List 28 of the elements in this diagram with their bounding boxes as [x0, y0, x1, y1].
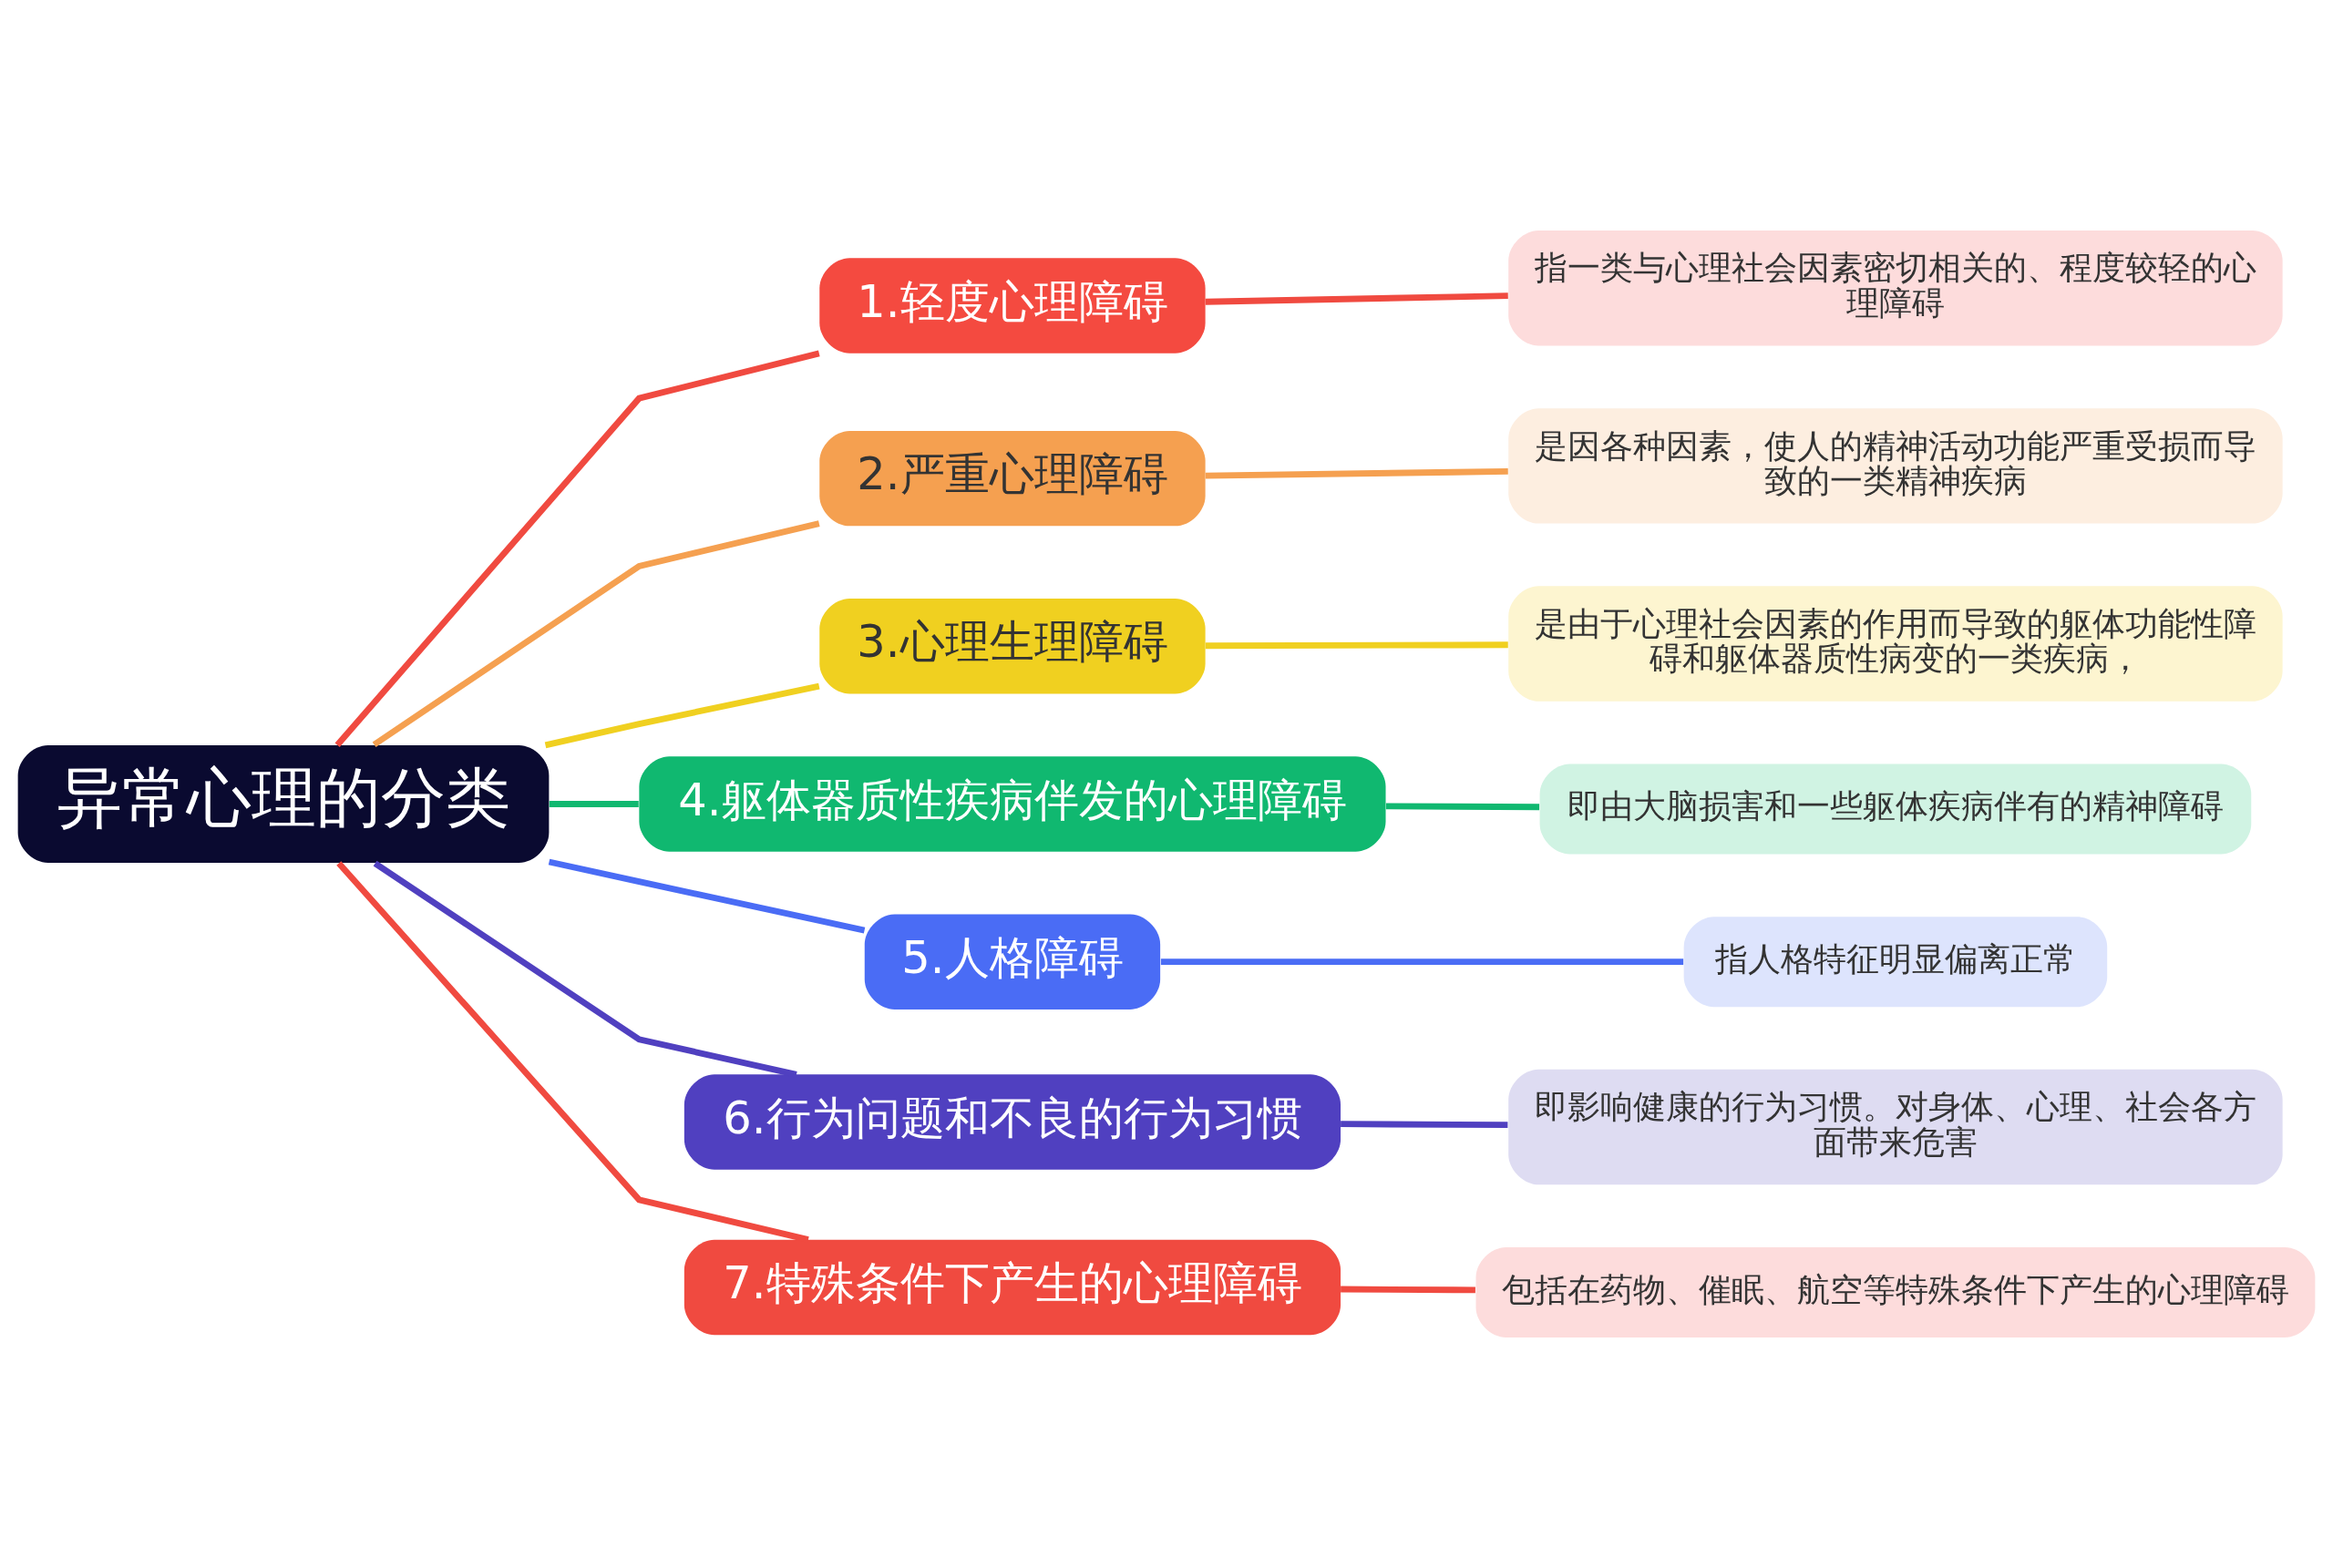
connector [1205, 467, 1508, 479]
node-box: 7.特殊条件下产生的心理障碍 [683, 1239, 1341, 1336]
connector [1205, 292, 1508, 305]
node-box: 3.心理生理障碍 [819, 599, 1206, 694]
node-box: 指人格特征明显偏离正常 [1683, 917, 2108, 1008]
node-box: 即影响健康的行为习惯。对身体、心理、社会各方面带来危害 [1508, 1069, 2283, 1185]
node-box: 包括在药物、催眠、航空等特殊条件下产生的心理障碍 [1475, 1247, 2316, 1337]
connector [1341, 1121, 1508, 1129]
connector [548, 858, 866, 934]
connector [372, 520, 820, 748]
connector [1385, 803, 1540, 811]
node-box: 6.行为问题和不良的行为习惯 [683, 1074, 1341, 1170]
connector [1205, 641, 1508, 650]
node-box: 是因各种因素，使人的精神活动功能严重受损而导致的一类精神疾病 [1508, 408, 2283, 524]
node-box: 2.严重心理障碍 [819, 430, 1206, 527]
node-box: 5.人格障碍 [864, 914, 1161, 1009]
connector [334, 350, 820, 747]
connector [549, 801, 639, 807]
connector [544, 682, 820, 749]
connector [1341, 1286, 1475, 1294]
node-box: 是由于心理社会因素的作用而导致的躯体功能性障碍和躯体器质性病变的一类疾病， [1508, 586, 2283, 702]
node-box: 指一类与心理社会因素密切相关的、程度较轻的心理障碍 [1508, 231, 2283, 346]
connector [1160, 958, 1684, 966]
node-box: 异常心理的分类 [17, 744, 550, 864]
node-box: 4.躯体器质性疾病伴发的心理障碍 [639, 756, 1386, 852]
connector [373, 860, 797, 1078]
node-box: 1.轻度心理障碍 [819, 258, 1206, 354]
node-box: 即由大脑损害和一些躯体疾病伴有的精神障碍 [1539, 764, 2252, 855]
